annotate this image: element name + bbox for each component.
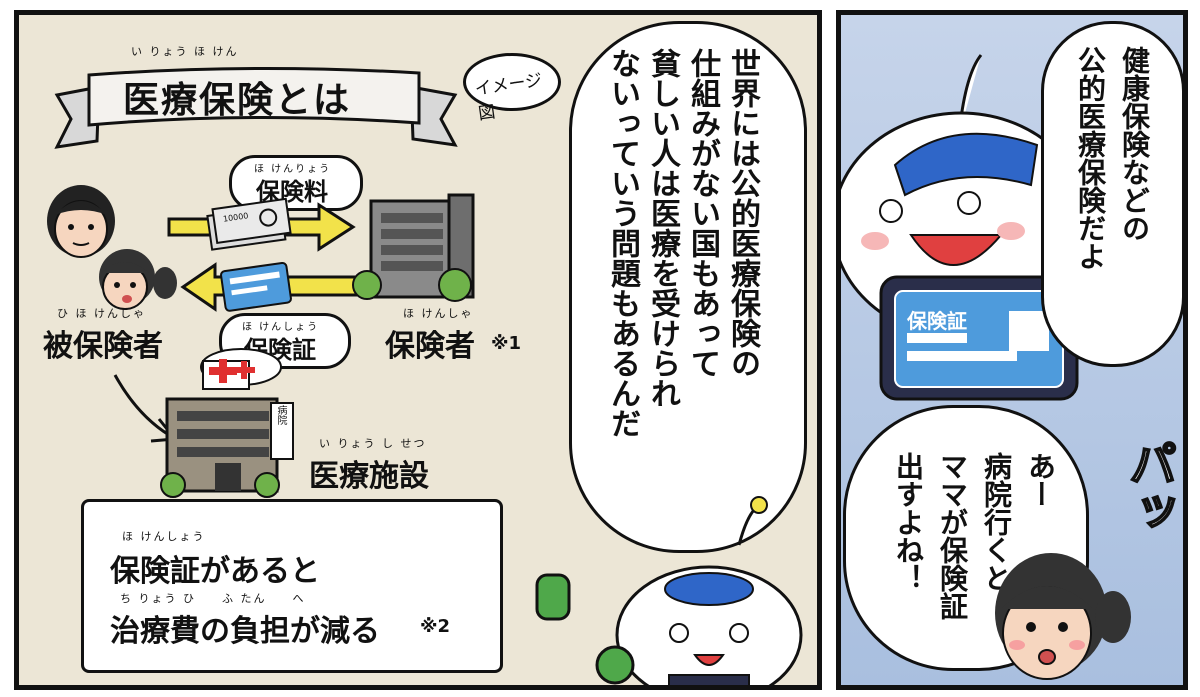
title-ruby: い りょう ほ けん xyxy=(131,45,239,58)
banknote-icon xyxy=(206,197,292,251)
banner-ribbon xyxy=(54,66,458,149)
insured-people-illustration xyxy=(47,185,177,310)
hospital-building-icon xyxy=(160,348,294,498)
hospital-sign: 病院 xyxy=(275,405,286,425)
caption-box: ほ けんしょう 保険証があると ち りょう ひ ふ たん へ 治療費の負担が減る… xyxy=(81,499,503,673)
mascot-holding-card xyxy=(841,54,1091,401)
insurance-card-icon xyxy=(220,261,292,312)
insurer-note: ※1 xyxy=(491,333,522,354)
image-tag-bubble: イメージ図 xyxy=(463,53,561,124)
insurance-card-text: 保険証 xyxy=(907,309,967,333)
speech-line: 貧しい人は医療を受けられ xyxy=(645,48,680,408)
girl-speech-bubble: あー 病院行くと ママが保険証 出すよね！ xyxy=(843,405,1089,671)
flow-arrows xyxy=(113,197,361,443)
facility-ruby: い りょう し せつ xyxy=(319,437,427,450)
girl-character xyxy=(995,553,1131,680)
girl-icon xyxy=(99,249,177,310)
card-ruby: ほ けんしょう xyxy=(242,322,320,333)
right-comic-panel: 保険証 健康保険などの 公的医療保険だよ パッ あー 病院行くと ママが保険証 … xyxy=(836,10,1188,690)
diagram-title: 医療保険とは xyxy=(123,80,352,121)
insurer-ruby: ほ けんしゃ xyxy=(403,307,474,320)
caption-line1-ruby: ほ けんしょう xyxy=(122,530,206,543)
premium-bubble: ほ けんりょう 保険料 xyxy=(229,155,363,211)
mascot-character xyxy=(535,496,803,685)
insurer-building-icon xyxy=(352,193,475,302)
insurer-label: 保険者 xyxy=(385,329,475,364)
insured-label: 被保険者 xyxy=(43,329,163,364)
girl-speech-line: あー xyxy=(1024,452,1057,508)
speech-line: ないっていう問題もあるんだ xyxy=(605,48,640,438)
sfx-text: パッ xyxy=(1119,438,1177,536)
explanation-text: 世界には公的医療保険の 仕組みがない国もあって 貧しい人は医療を受けられ ないっ… xyxy=(602,48,762,528)
girl-speech-line: ママが保険証 xyxy=(936,452,969,620)
woman-icon xyxy=(47,185,115,258)
caption-line2: 治療費の負担が減る xyxy=(110,614,380,649)
speech-line: 仕組みがない国もあって xyxy=(685,48,720,378)
left-comic-panel: い りょう ほ けん 医療保険とは イメージ図 ほ けんりょう 保険料 1000… xyxy=(14,10,822,690)
mascot-speech-line: 健康保険などの xyxy=(1118,46,1151,242)
premium-ruby: ほ けんりょう xyxy=(254,164,332,175)
girl-speech-text: あー 病院行くと ママが保険証 出すよね！ xyxy=(886,452,1062,652)
speech-line: 世界には公的医療保険の xyxy=(725,48,760,378)
caption-line2-ruby: ち りょう ひ ふ たん へ xyxy=(120,592,306,605)
mascot-speech-bubble: 健康保険などの 公的医療保険だよ xyxy=(1041,21,1183,367)
girl-speech-line: 出すよね！ xyxy=(892,452,925,592)
insured-ruby: ひ ほ けんしゃ xyxy=(57,307,146,320)
facility-label: 医療施設 xyxy=(309,459,429,494)
caption-line1: 保険証があると xyxy=(110,554,320,589)
caption-note: ※2 xyxy=(420,616,451,637)
girl-speech-line: 病院行くと xyxy=(980,452,1013,592)
explanation-speech-bubble: 世界には公的医療保険の 仕組みがない国もあって 貧しい人は医療を受けられ ないっ… xyxy=(569,21,807,553)
mascot-speech-text: 健康保険などの 公的医療保険だよ xyxy=(1068,46,1156,346)
mascot-speech-line: 公的医療保険だよ xyxy=(1074,46,1107,270)
